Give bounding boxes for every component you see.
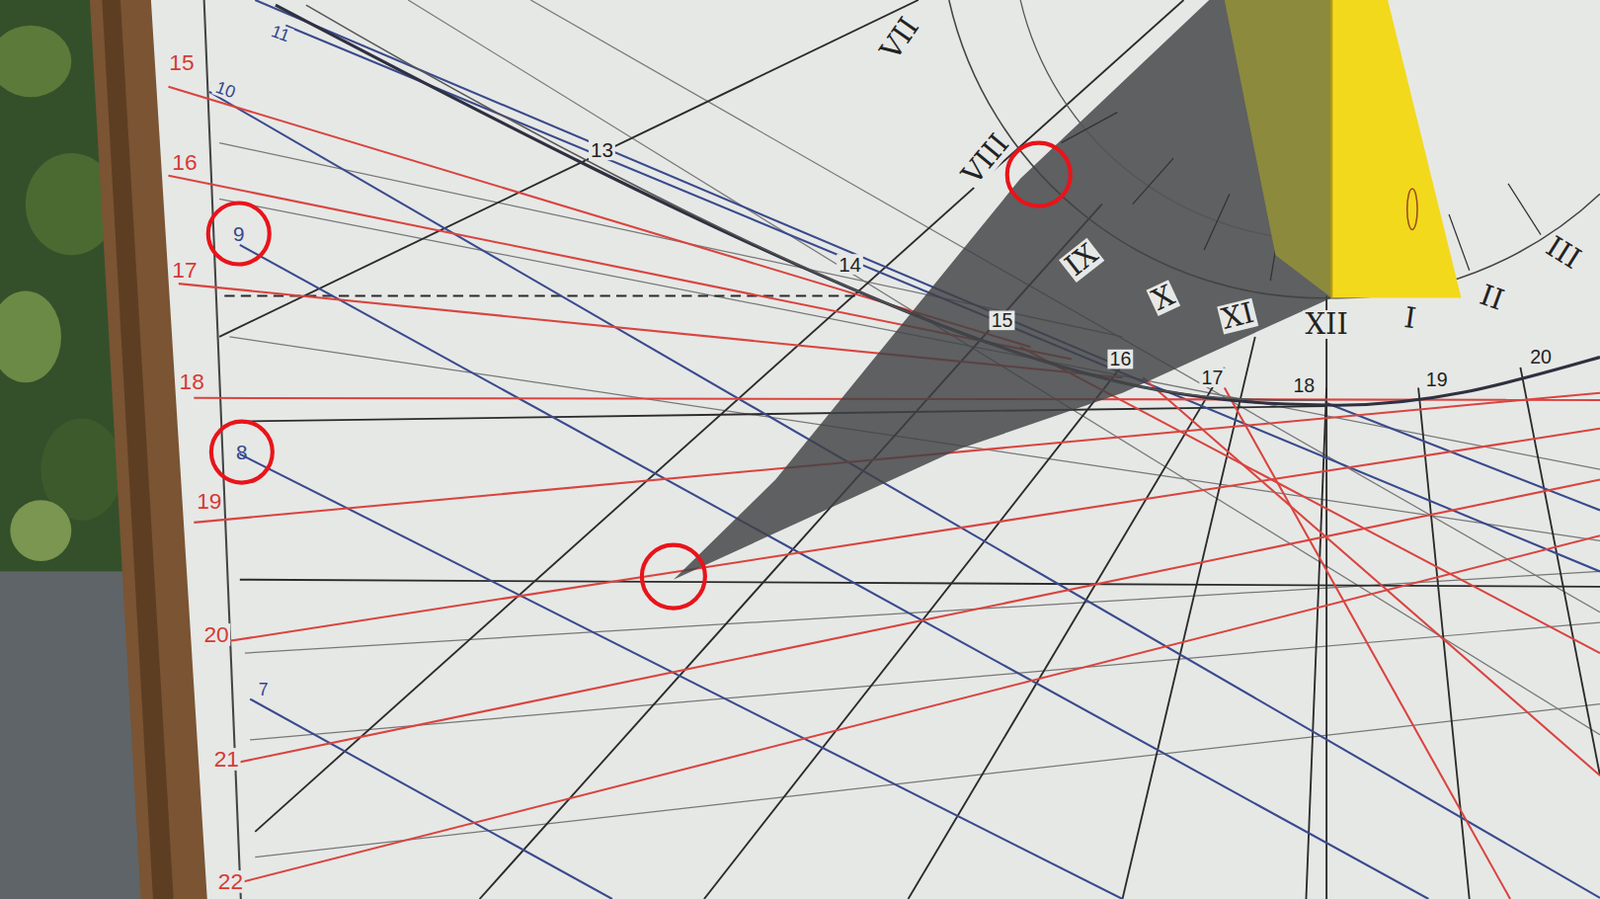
hour-number: 20 (1527, 347, 1554, 368)
hour-number: 14 (836, 253, 864, 275)
highlight-circle: 9 (206, 200, 272, 266)
hour-number: 18 (177, 370, 207, 394)
hour-number: 19 (194, 490, 224, 514)
roman-hour: XI (1216, 298, 1259, 335)
hour-number: 18 (1290, 376, 1317, 397)
hour-number: 21 (212, 747, 241, 771)
hour-number: 17 (1199, 367, 1225, 388)
hour-number: 15 (166, 52, 196, 76)
date-number: 7 (256, 680, 271, 699)
hour-number: 20 (201, 623, 231, 646)
hour-number: 16 (169, 152, 199, 175)
hour-number: 16 (1107, 349, 1133, 370)
hour-number: 19 (1424, 369, 1450, 390)
roman-hour: XII (1302, 310, 1351, 339)
hour-number: 17 (169, 258, 199, 282)
hour-number: 15 (989, 311, 1016, 331)
hour-number: 13 (588, 140, 616, 161)
hour-number: 22 (216, 870, 245, 893)
highlight-circle: 8 (209, 419, 275, 485)
date-number: 9 (233, 223, 244, 244)
date-number: 8 (236, 441, 247, 463)
